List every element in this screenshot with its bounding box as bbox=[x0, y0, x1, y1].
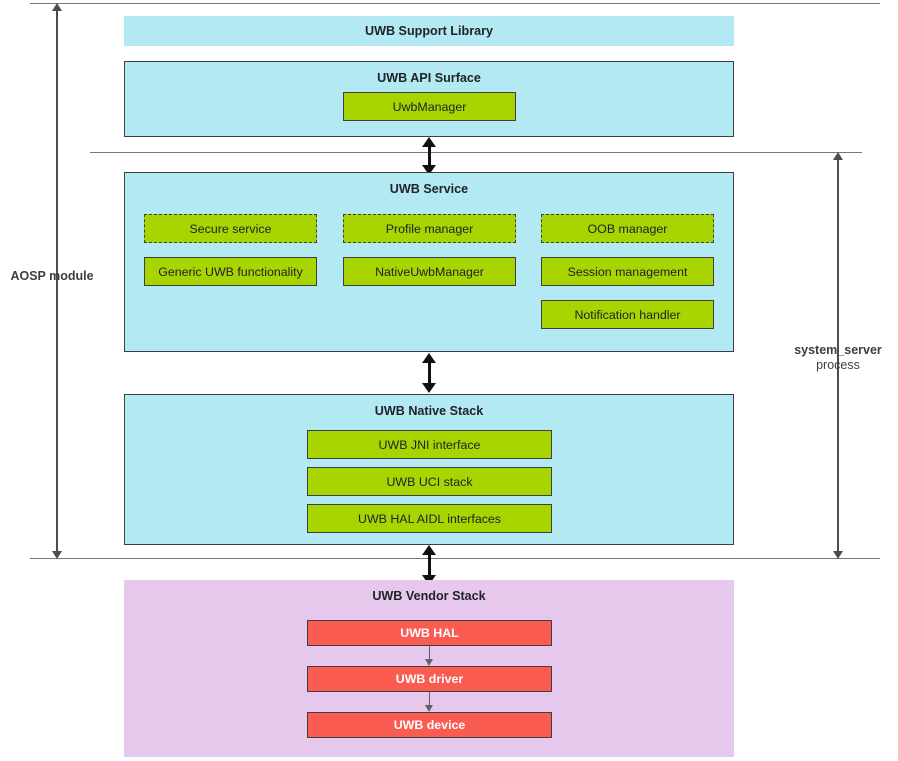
system-server-span-arrow bbox=[833, 152, 843, 559]
arrow-api-to-service-head-down bbox=[422, 165, 436, 175]
arrow-hal-to-driver bbox=[425, 646, 434, 666]
arrow-driver-to-device-stem bbox=[428, 692, 431, 706]
arrow-service-to-native-stem bbox=[427, 361, 431, 385]
system-server-label-light: process bbox=[816, 358, 860, 372]
aosp-module-span-arrow bbox=[52, 3, 62, 559]
arrow-api-to-service-head-up bbox=[422, 137, 436, 147]
node-uwb-hal-aidl-interfaces[interactable]: UWB HAL AIDL interfaces bbox=[307, 504, 552, 533]
system-server-label: system_server process bbox=[782, 343, 894, 373]
system-server-label-strong: system_server bbox=[794, 343, 882, 357]
aosp-span-arrowhead-down bbox=[52, 551, 62, 559]
layer-api-surface-title: UWB API Surface bbox=[377, 71, 481, 85]
node-uwb-hal[interactable]: UWB HAL bbox=[307, 620, 552, 646]
node-generic-uwb-functionality[interactable]: Generic UWB functionality bbox=[144, 257, 317, 286]
node-uwb-manager[interactable]: UwbManager bbox=[343, 92, 516, 121]
node-notification-handler[interactable]: Notification handler bbox=[541, 300, 714, 329]
system-server-span-arrowhead-up bbox=[833, 152, 843, 160]
layer-support-library[interactable]: UWB Support Library bbox=[124, 16, 734, 46]
aosp-span-stem bbox=[56, 9, 58, 553]
system-server-span-arrowhead-down bbox=[833, 551, 843, 559]
arrow-driver-to-device bbox=[425, 692, 434, 712]
node-uwb-uci-stack[interactable]: UWB UCI stack bbox=[307, 467, 552, 496]
aosp-module-label-strong: AOSP module bbox=[10, 269, 94, 283]
node-uwb-jni-interface[interactable]: UWB JNI interface bbox=[307, 430, 552, 459]
node-uwb-device[interactable]: UWB device bbox=[307, 712, 552, 738]
bottom-boundary-rule bbox=[30, 558, 880, 559]
top-boundary-rule bbox=[30, 3, 880, 4]
arrow-hal-to-driver-head bbox=[425, 659, 433, 666]
node-uwb-driver[interactable]: UWB driver bbox=[307, 666, 552, 692]
arrow-driver-to-device-head bbox=[425, 705, 433, 712]
system-server-top-rule bbox=[90, 152, 862, 153]
node-session-management[interactable]: Session management bbox=[541, 257, 714, 286]
system-server-span-stem bbox=[837, 158, 839, 553]
layer-native-stack-title: UWB Native Stack bbox=[374, 404, 484, 418]
layer-uwb-service-title: UWB Service bbox=[389, 182, 469, 196]
aosp-span-arrowhead-up bbox=[52, 3, 62, 11]
node-oob-manager[interactable]: OOB manager bbox=[541, 214, 714, 243]
arrow-native-to-vendor-stem bbox=[427, 553, 431, 577]
arrow-service-to-native bbox=[422, 353, 436, 393]
arrow-hal-to-driver-stem bbox=[428, 646, 431, 660]
node-secure-service[interactable]: Secure service bbox=[144, 214, 317, 243]
layer-vendor-stack-title: UWB Vendor Stack bbox=[372, 589, 486, 603]
node-profile-manager[interactable]: Profile manager bbox=[343, 214, 516, 243]
arrow-service-to-native-head-up bbox=[422, 353, 436, 363]
node-native-uwb-manager[interactable]: NativeUwbManager bbox=[343, 257, 516, 286]
arrow-api-to-service-stem bbox=[427, 145, 431, 167]
arrow-service-to-native-head-down bbox=[422, 383, 436, 393]
arrow-native-to-vendor bbox=[422, 545, 436, 585]
aosp-module-label: AOSP module bbox=[0, 269, 104, 284]
layer-support-library-title: UWB Support Library bbox=[364, 24, 494, 38]
arrow-native-to-vendor-head-up bbox=[422, 545, 436, 555]
arrow-api-to-service bbox=[422, 137, 436, 175]
